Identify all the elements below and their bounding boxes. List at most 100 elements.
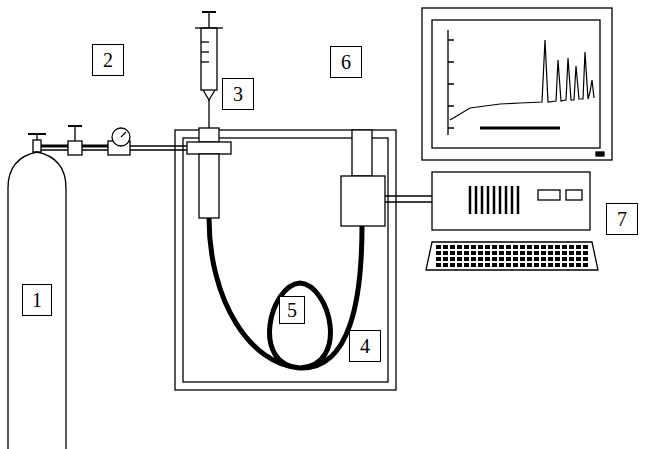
syringe-mark <box>201 61 209 62</box>
syringe-plunger <box>208 12 209 28</box>
key <box>450 263 455 267</box>
key <box>450 245 455 249</box>
gauge-needle <box>121 132 126 137</box>
key <box>548 251 553 255</box>
key <box>478 257 483 261</box>
key <box>464 263 469 267</box>
computer-unit <box>432 172 590 230</box>
key <box>471 257 476 261</box>
column-oven <box>175 130 396 390</box>
callout-number: 6 <box>341 52 351 72</box>
monitor <box>422 8 612 160</box>
key <box>513 263 518 267</box>
callout-box: 1 <box>22 284 52 316</box>
injector-body <box>199 154 219 218</box>
key <box>499 263 504 267</box>
key <box>450 251 455 255</box>
callout-number: 2 <box>103 50 113 70</box>
key <box>464 257 469 261</box>
key <box>436 263 441 267</box>
vent-slot <box>499 186 502 214</box>
gas-line <box>130 149 190 150</box>
key <box>513 257 518 261</box>
key <box>562 251 567 255</box>
key <box>478 251 483 255</box>
vent-slots <box>470 186 518 214</box>
key <box>534 251 539 255</box>
detector-top <box>352 130 372 176</box>
key <box>443 257 448 261</box>
key <box>527 245 532 249</box>
key <box>436 257 441 261</box>
key <box>583 263 588 267</box>
key <box>569 245 574 249</box>
key <box>457 257 462 261</box>
key <box>436 245 441 249</box>
axis-ticks <box>448 40 454 128</box>
key <box>569 263 574 267</box>
vent-slot <box>475 186 478 214</box>
syringe-tip <box>203 90 215 100</box>
regulator-knob <box>68 125 82 127</box>
callout-number: 3 <box>233 84 243 104</box>
key <box>520 245 525 249</box>
key <box>499 251 504 255</box>
callout-box: 5 <box>279 296 305 324</box>
keyboard <box>426 242 598 270</box>
key <box>548 263 553 267</box>
key <box>485 251 490 255</box>
key <box>541 263 546 267</box>
cylinder-valve <box>33 140 41 152</box>
key <box>576 245 581 249</box>
key <box>555 263 560 267</box>
key <box>443 263 448 267</box>
key <box>492 257 497 261</box>
drive-slot <box>538 190 560 200</box>
key <box>513 251 518 255</box>
key <box>562 263 567 267</box>
callout-box: 3 <box>222 78 254 110</box>
capillary-column <box>209 218 362 368</box>
signal-cable <box>385 201 432 202</box>
syringe-barrel <box>201 28 217 90</box>
key <box>534 263 539 267</box>
monitor-screen <box>432 20 600 148</box>
key <box>457 251 462 255</box>
key <box>492 245 497 249</box>
key <box>583 251 588 255</box>
key <box>534 257 539 261</box>
callout-box: 7 <box>606 203 638 235</box>
detector <box>341 176 385 226</box>
key <box>576 257 581 261</box>
time-bar <box>480 127 560 130</box>
injector-block <box>187 142 231 154</box>
key <box>443 251 448 255</box>
key <box>576 251 581 255</box>
vent-slot <box>481 186 484 214</box>
key <box>576 263 581 267</box>
key <box>457 245 462 249</box>
key <box>499 257 504 261</box>
signal-cable <box>385 195 432 196</box>
key <box>520 251 525 255</box>
callout-number: 5 <box>287 300 297 320</box>
callout-number: 1 <box>32 290 42 310</box>
key <box>583 257 588 261</box>
key <box>492 251 497 255</box>
key <box>541 245 546 249</box>
callout-number: 7 <box>617 209 627 229</box>
syringe-needle <box>208 100 209 132</box>
key <box>506 251 511 255</box>
key <box>478 263 483 267</box>
key <box>436 251 441 255</box>
key <box>457 263 462 267</box>
key <box>569 257 574 261</box>
power-button <box>596 152 604 156</box>
injector-septum <box>199 128 219 142</box>
key <box>548 245 553 249</box>
key <box>506 257 511 261</box>
key <box>485 257 490 261</box>
vent-slot <box>505 186 508 214</box>
chromatogram-trace <box>450 40 594 120</box>
